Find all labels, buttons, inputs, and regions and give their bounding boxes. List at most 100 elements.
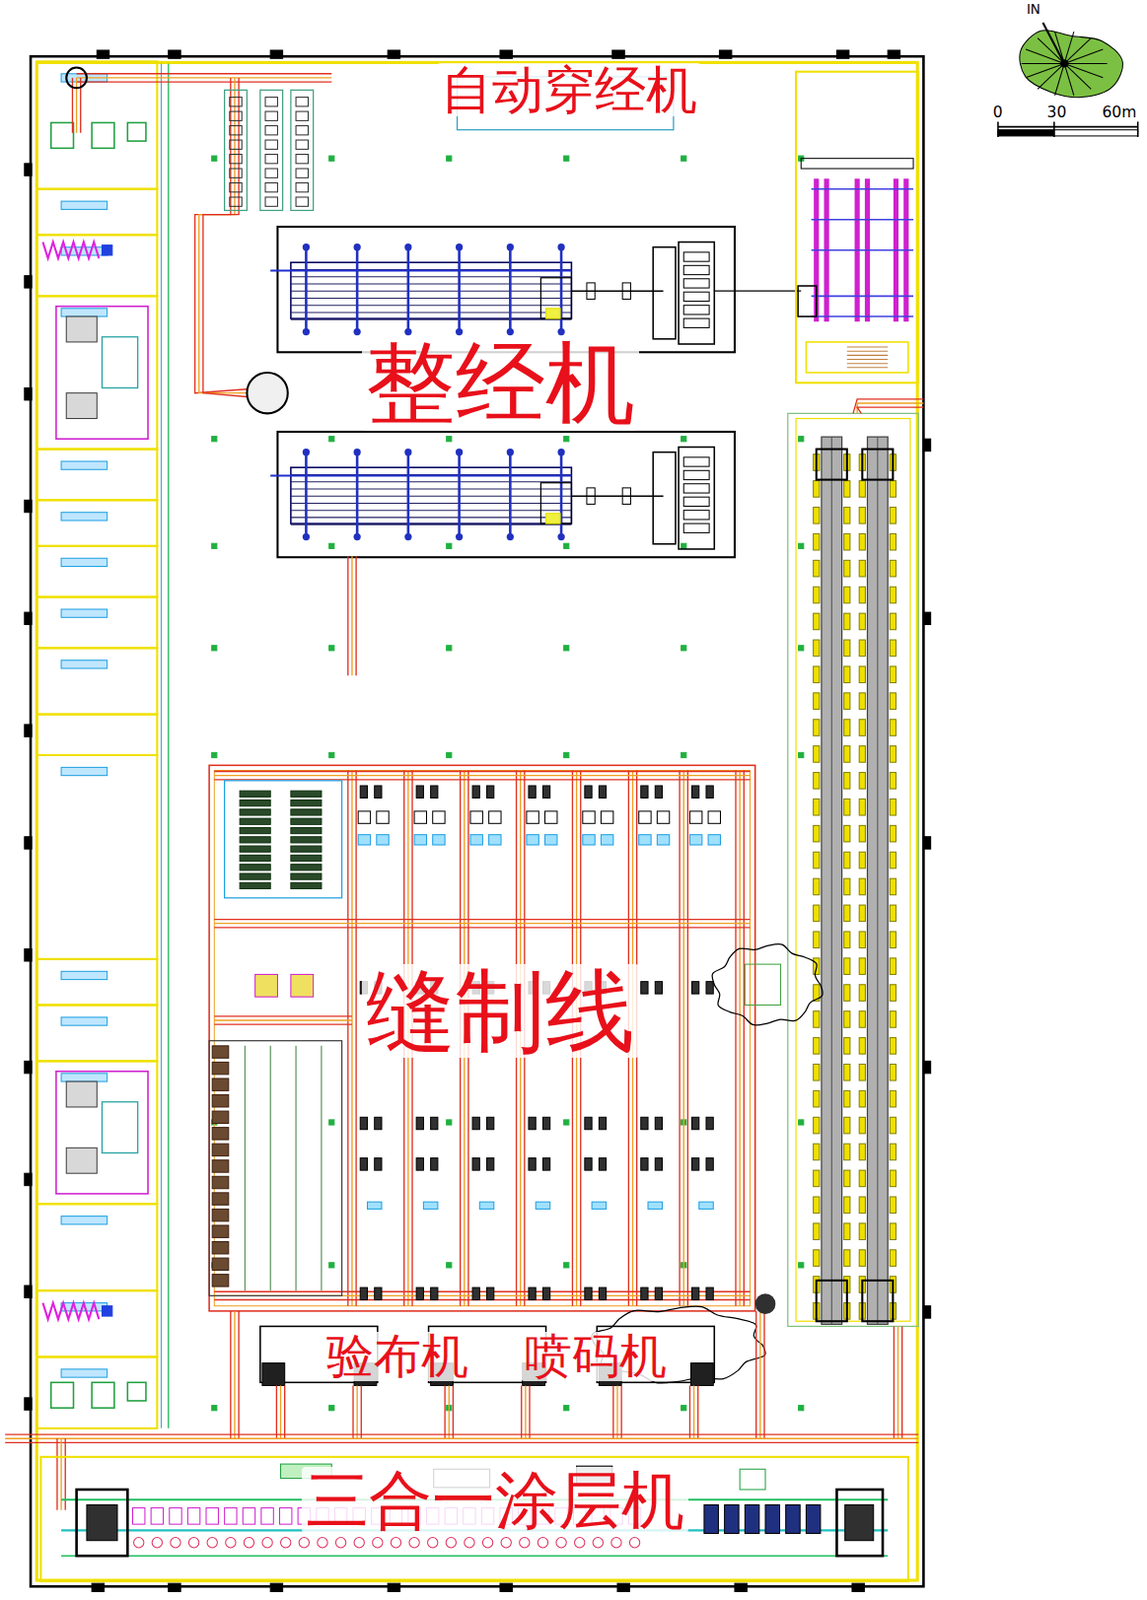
column-dot: [446, 645, 452, 651]
beam: [683, 484, 710, 494]
warping-head: [652, 247, 676, 340]
loading-area: [805, 342, 908, 373]
rack-slot: [239, 827, 271, 834]
side-room: [36, 755, 157, 960]
sewing-station: [416, 786, 424, 798]
coating-bay: [40, 1457, 908, 1582]
creel-post: [560, 450, 564, 540]
conveyor-pallet: [844, 560, 851, 577]
conveyor-pallet: [859, 1090, 865, 1108]
side-room: [36, 234, 157, 296]
conveyor-line: [75, 77, 77, 134]
column-dot: [564, 1263, 570, 1269]
conveyor-pallet: [859, 1144, 865, 1161]
roller: [574, 1538, 585, 1549]
sewing-station: [472, 786, 480, 798]
north-arrow: [1064, 63, 1107, 65]
conveyor-pallet: [813, 613, 820, 631]
creel-post: [455, 448, 463, 456]
equipment: [66, 393, 97, 420]
beam: [683, 457, 710, 467]
rack-slot: [212, 1078, 229, 1091]
conveyor-pallet: [844, 852, 851, 869]
column-dot: [798, 1263, 804, 1269]
creel-post: [457, 450, 461, 540]
sewing-station: [654, 982, 662, 995]
creel-post: [302, 448, 310, 456]
creel-post: [302, 533, 310, 541]
room-tag: [61, 1074, 108, 1082]
beam: [683, 252, 710, 262]
side-room: [36, 1004, 157, 1062]
creel-line: [290, 496, 573, 498]
conveyor-pallet: [844, 533, 851, 551]
sewing-station: [641, 982, 648, 995]
beam-slot: [265, 154, 278, 164]
creel-post: [557, 328, 565, 336]
beam-slot: [295, 197, 308, 207]
conveyor-pallet: [859, 560, 865, 577]
roller: [187, 1508, 200, 1526]
roller: [224, 1508, 237, 1526]
sewing-machine: [639, 835, 651, 846]
conveyor-pallet: [844, 1144, 851, 1161]
sewing-station: [430, 786, 438, 798]
roller: [151, 1538, 162, 1549]
side-room: [36, 1061, 157, 1205]
column-dot: [681, 645, 687, 651]
wall-column: [168, 50, 181, 59]
column-dot: [446, 1263, 452, 1269]
sewing-station: [598, 786, 606, 798]
stair: [91, 122, 115, 148]
column-dot: [564, 155, 570, 161]
room-tag: [61, 767, 108, 776]
conveyor-line: [351, 556, 353, 676]
rack-slot: [239, 855, 271, 861]
conveyor-pallet: [889, 1064, 896, 1081]
conveyor-pallet: [813, 1090, 820, 1108]
conveyor-pallet: [813, 560, 820, 577]
rack-slot: [212, 1160, 229, 1173]
warping-head: [678, 446, 715, 549]
wall-column: [387, 50, 400, 59]
stair: [91, 1382, 115, 1409]
column-dot: [446, 543, 452, 549]
sewing-station: [692, 1288, 700, 1300]
conveyor-pallet: [889, 1117, 896, 1135]
conveyor-pallet: [813, 1144, 820, 1161]
conveyor-line: [612, 1385, 614, 1439]
wall-column: [887, 50, 900, 59]
creel-rail: [270, 474, 572, 477]
beam-slot: [295, 140, 308, 149]
conveyor-pallet: [859, 693, 865, 711]
coil-symbol: [101, 245, 112, 256]
sewing-station: [374, 1158, 382, 1171]
machine-end: [262, 1363, 286, 1387]
creel-post: [557, 448, 565, 456]
conveyor-line: [351, 770, 353, 1306]
sewing-machine: [656, 835, 669, 846]
room-tag: [61, 660, 108, 669]
conveyor-line: [214, 1019, 353, 1021]
sewing-machine: [432, 811, 445, 824]
conveyor-pallet: [813, 1250, 820, 1268]
conveyor-pallet: [889, 878, 896, 896]
conveyor-line: [276, 1385, 278, 1439]
roller: [372, 1538, 383, 1549]
sewing-machine: [376, 835, 389, 846]
wall-column: [923, 438, 931, 451]
warping-machine-bay: [277, 431, 735, 558]
north-arrow: [1064, 63, 1075, 95]
conveyor-pallet: [813, 905, 820, 923]
roller: [464, 1538, 475, 1549]
sewing-station: [584, 1117, 592, 1130]
conveyor-line: [237, 1311, 239, 1439]
creel-post: [457, 245, 461, 335]
wall-column: [24, 1061, 32, 1074]
wall-column: [24, 724, 32, 737]
conveyor-line: [678, 770, 680, 1306]
conveyor-line: [857, 407, 924, 414]
conveyor-pallet: [859, 640, 865, 657]
column-dot: [329, 436, 335, 442]
column-dot: [681, 155, 687, 161]
